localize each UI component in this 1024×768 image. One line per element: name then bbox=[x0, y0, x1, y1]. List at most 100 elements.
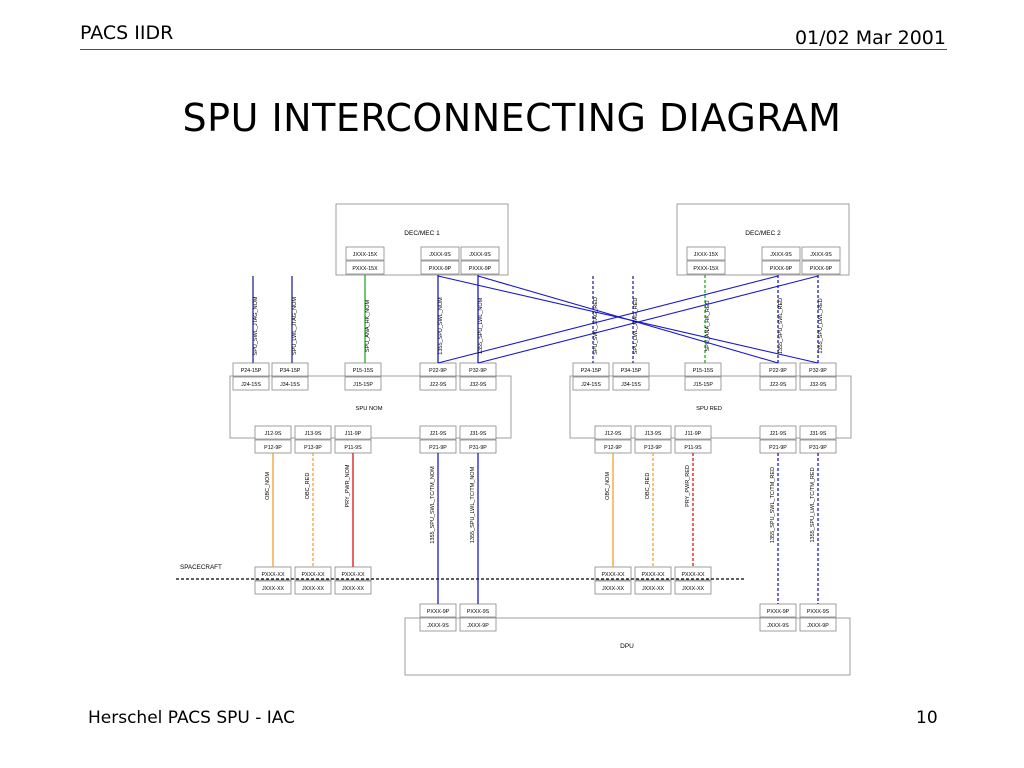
spu-nom-top-connector-1-upper-label: P24-15P bbox=[241, 368, 262, 374]
spu-nom-bottom-connector-2-lower-label: P13-9P bbox=[304, 445, 322, 451]
spacecraft-left-connector-2-lower-label: JXXX-XX bbox=[302, 586, 325, 592]
label-red-lower-2: OBC_RED bbox=[645, 473, 651, 500]
label-nom-lower-4: 1355_SPU_SWL_TC/TM_NOM bbox=[430, 466, 436, 544]
dec2-connector-1-upper-label: JXXX-15X bbox=[694, 252, 719, 258]
spu-nom-bottom-connector-4-upper-label: J21-9S bbox=[430, 431, 447, 437]
spu-nom-top-connector-3-lower-label: J15-15P bbox=[353, 382, 373, 388]
spu-nom-top-connector-4-lower-box bbox=[419, 376, 457, 391]
spacecraft-right-connector-3-lower-box bbox=[674, 580, 712, 595]
dpu-left-connector-2-lower-label: JXXX-9P bbox=[467, 623, 489, 629]
label-red-lower-5: 1355_SPU_LWL_TC/TM_RED bbox=[810, 467, 816, 542]
dec2-connector-2-lower-box bbox=[761, 260, 801, 275]
header-rule bbox=[80, 49, 947, 50]
dpu-left-connector-2-lower-box bbox=[459, 617, 497, 632]
spacecraft-label: SPACECRAFT bbox=[180, 564, 222, 571]
spu-nom-bottom-connector-2-upper-label: J13-9S bbox=[305, 431, 322, 437]
spacecraft-right-connector-2-upper-label: PXXX-XX bbox=[642, 572, 665, 578]
spacecraft-right-connector-3-upper-label: PXXX-XX bbox=[682, 572, 705, 578]
spu-nom-top-connector-1-lower-label: J24-15S bbox=[241, 382, 261, 388]
dpu-left-connector-2-upper-label: PXXX-9S bbox=[467, 609, 490, 615]
cross-link-dec1-to-red-2 bbox=[477, 275, 779, 364]
spacecraft-right-connector-1-upper-label: PXXX-XX bbox=[602, 572, 625, 578]
dec1-connector-2-lower-box bbox=[420, 260, 460, 275]
spu-nom-bottom-connector-5-upper-label: J31-9S bbox=[470, 431, 487, 437]
label-nom-lower-5: 1355_SPU_LWL_TC/TM_NOM bbox=[470, 466, 476, 543]
spu-red-top-connector-3-lower-label: J15-15P bbox=[693, 382, 713, 388]
label-red-upper-4: 1355_SPU_SWL_RED bbox=[778, 298, 784, 354]
label-nom-lower-3: PRY_PWR_NOM bbox=[345, 464, 351, 507]
spu-nom-top-connector-4-upper-label: P22-9P bbox=[429, 368, 447, 374]
label-nom-upper-3: SPU_ANA_HK_NOM bbox=[365, 299, 371, 352]
spacecraft-left-connector-1-lower-box bbox=[254, 580, 292, 595]
spu-red-top-connector-1-lower-box bbox=[572, 376, 610, 391]
dpu-right-connector-1-lower-label: JXXX-9S bbox=[767, 623, 789, 629]
spu-red-bottom-connector-2-upper-box bbox=[634, 425, 672, 440]
dec1-connector-2-upper-box bbox=[420, 246, 460, 261]
spu-red-top-connector-3-upper-label: P15-15S bbox=[693, 368, 714, 374]
spu-red-top-connector-1-upper-label: P24-15P bbox=[581, 368, 602, 374]
spu-red-bottom-connector-2-upper-label: J13-9S bbox=[645, 431, 662, 437]
spu-nom-top-connector-1-upper-box bbox=[232, 362, 270, 377]
spu-red-bottom-connector-3-lower-label: P11-9S bbox=[684, 445, 702, 451]
spu-nom-top-connector-2-upper-label: P34-15P bbox=[280, 368, 301, 374]
dec1-connector-3-upper-label: JXXX-9S bbox=[469, 252, 491, 258]
spu-red-top-connector-5-upper-label: P32-9P bbox=[809, 368, 827, 374]
dec2-connector-3-lower-label: PXXX-9P bbox=[810, 266, 833, 272]
label-red-upper-1: SPU_SWL_JTAG_RED bbox=[593, 297, 599, 355]
dec-mec-1-label: DEC/MEC 1 bbox=[404, 230, 440, 237]
dec2-connector-2-lower-label: PXXX-9P bbox=[770, 266, 793, 272]
spu-red-bottom-connector-1-lower-label: P12-9P bbox=[604, 445, 622, 451]
spu-nom-top-connector-1-lower-box bbox=[232, 376, 270, 391]
spu-red-top-connector-2-lower-label: J34-15S bbox=[621, 382, 641, 388]
spu-red-top-connector-2-lower-box bbox=[612, 376, 650, 391]
spu-nom-bottom-connector-3-lower-label: P11-9S bbox=[344, 445, 362, 451]
spu-nom-top-connector-3-upper-box bbox=[344, 362, 382, 377]
dec2-connector-1-lower-label: PXXX-15X bbox=[693, 266, 719, 272]
spu-nom-top-connector-2-lower-box bbox=[271, 376, 309, 391]
dec2-connector-1-upper-box bbox=[686, 246, 726, 261]
label-red-lower-4: 1355_SPU_SWL_TC/TM_RED bbox=[770, 467, 776, 543]
spu-nom-bottom-connector-3-upper-box bbox=[334, 425, 372, 440]
spacecraft-left-connector-1-lower-label: JXXX-XX bbox=[262, 586, 285, 592]
spacecraft-right-connector-1-lower-label: JXXX-XX bbox=[602, 586, 625, 592]
dpu-right-connector-2-lower-label: JXXX-9P bbox=[807, 623, 829, 629]
spu-red-top-connector-3-lower-box bbox=[684, 376, 722, 391]
dec-mec-2-label: DEC/MEC 2 bbox=[745, 230, 781, 237]
dpu-right-connector-2-upper-label: PXXX-9S bbox=[807, 609, 830, 615]
label-red-upper-3: SPU_ANA_HK_RED bbox=[705, 300, 711, 351]
spu-nom-bottom-connector-5-lower-label: P31-9P bbox=[469, 445, 487, 451]
dpu-left-connector-1-lower-label: JXXX-9S bbox=[427, 623, 449, 629]
spacecraft-left-connector-2-upper-box bbox=[294, 566, 332, 581]
spu-red-top-connector-2-upper-label: P34-15P bbox=[621, 368, 642, 374]
spu-nom-bottom-connector-3-upper-label: J11-9P bbox=[345, 431, 362, 437]
spu-red-top-connector-4-lower-label: J22-9S bbox=[770, 382, 787, 388]
spu-nom-bottom-connector-5-upper-box bbox=[459, 425, 497, 440]
dec1-connector-2-lower-label: PXXX-9P bbox=[429, 266, 452, 272]
label-red-lower-3: PRY_PWR_RED bbox=[685, 465, 691, 507]
spu-red-top-connector-1-lower-label: J24-15S bbox=[581, 382, 601, 388]
spu-nom-top-connector-3-lower-box bbox=[344, 376, 382, 391]
dec1-connector-3-lower-box bbox=[460, 260, 500, 275]
dec2-connector-3-upper-box bbox=[801, 246, 841, 261]
spu-red-bottom-connector-3-upper-box bbox=[674, 425, 712, 440]
spacecraft-right-connector-3-lower-label: JXXX-XX bbox=[682, 586, 705, 592]
dec2-connector-2-upper-label: JXXX-9S bbox=[770, 252, 792, 258]
spu-nom-top-connector-4-lower-label: J22-9S bbox=[430, 382, 447, 388]
dec1-connector-2-upper-label: JXXX-9S bbox=[429, 252, 451, 258]
spu-nom-top-connector-2-upper-box bbox=[271, 362, 309, 377]
spu-red-top-connector-5-lower-label: J32-9S bbox=[810, 382, 827, 388]
spu-nom-top-connector-3-upper-label: P15-15S bbox=[353, 368, 374, 374]
spu-nom-top-connector-5-lower-label: J32-9S bbox=[470, 382, 487, 388]
dec1-connector-1-lower-label: PXXX-15X bbox=[352, 266, 378, 272]
dec1-connector-1-upper-box bbox=[345, 246, 385, 261]
spacecraft-left-connector-3-lower-box bbox=[334, 580, 372, 595]
dec2-connector-2-upper-box bbox=[761, 246, 801, 261]
spu-red-bottom-connector-1-upper-box bbox=[594, 425, 632, 440]
spu-red-top-connector-2-upper-box bbox=[612, 362, 650, 377]
spu-red-bottom-connector-1-upper-label: J12-9S bbox=[605, 431, 622, 437]
label-nom-upper-4: 1355_SPU_SWL_NOM bbox=[438, 297, 444, 355]
label-red-lower-1: OBC_NOM bbox=[605, 472, 611, 500]
label-red-upper-5: 1355_SPU_LWL_RED bbox=[818, 298, 824, 353]
spu-red-top-connector-4-lower-box bbox=[759, 376, 797, 391]
spacecraft-left-connector-3-upper-label: PXXX-XX bbox=[342, 572, 365, 578]
